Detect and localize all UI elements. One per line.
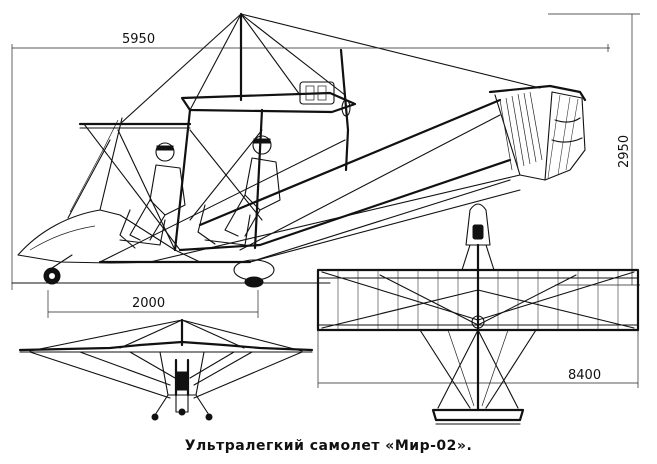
dim-span-label: 8400 (568, 368, 601, 383)
top-view (316, 203, 640, 425)
caption: Ультралегкий самолет «Мир-02». (184, 438, 473, 454)
front-view (18, 318, 314, 421)
side-view (11, 12, 587, 288)
dim-wheelbase-label: 2000 (132, 296, 165, 311)
dim-length-label: 5950 (122, 32, 155, 47)
dim-height-label: 2950 (617, 135, 632, 168)
dimension-lines (11, 13, 640, 388)
